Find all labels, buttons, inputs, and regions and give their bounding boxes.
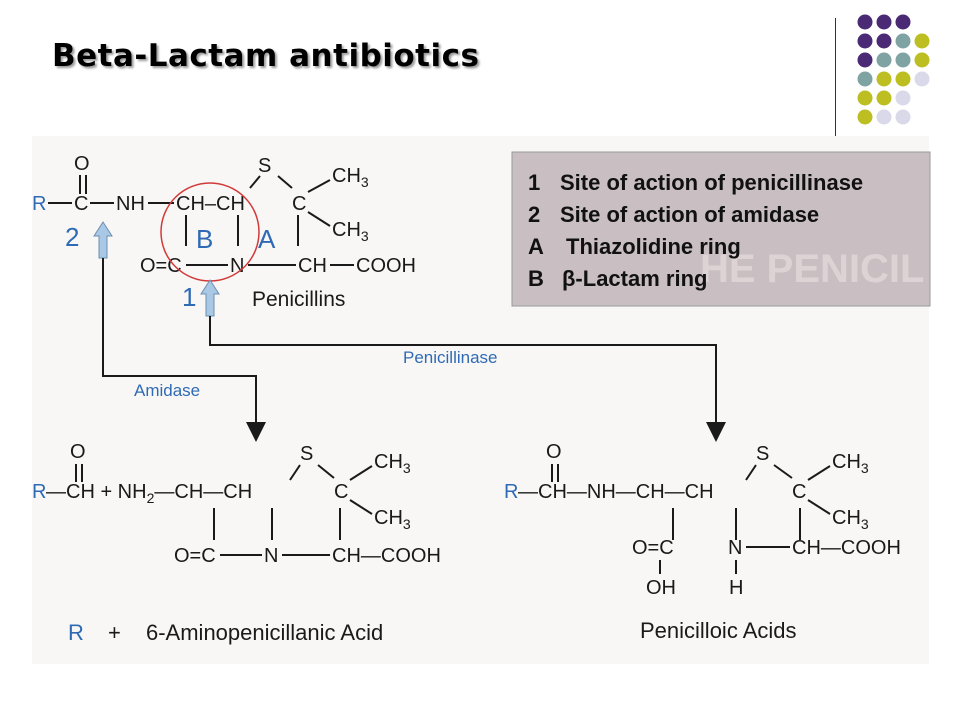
pa-ch3-bottom: CH3 bbox=[832, 507, 869, 532]
divider-line bbox=[835, 18, 836, 136]
legend-box: HE PENICIL 1 Site of action of penicilli… bbox=[511, 151, 931, 307]
apa-quaternary-c: C bbox=[334, 481, 348, 503]
decorative-dot bbox=[895, 71, 911, 87]
pa-quaternary-c: C bbox=[792, 481, 806, 503]
apa-caption-name: 6-Aminopenicillanic Acid bbox=[146, 620, 383, 645]
pen-oxygen: O bbox=[74, 153, 90, 175]
site-2-label: 2 bbox=[65, 222, 79, 252]
penicillinase-path bbox=[209, 316, 726, 442]
site-1-label: 1 bbox=[182, 282, 196, 312]
pa-caption-name: Penicilloic Acids bbox=[640, 618, 797, 643]
product-6apa: O R —CH + NH2—CH—CH S C CH3 CH3 O=C N CH… bbox=[32, 441, 441, 645]
apa-ch-nh2: —CH + NH2—CH—CH bbox=[46, 481, 252, 506]
legend-text-a: Thiazolidine ring bbox=[566, 234, 741, 259]
pa-r-group: R bbox=[504, 481, 518, 503]
pen-quaternary-c: C bbox=[292, 193, 306, 215]
decorative-dot bbox=[857, 14, 873, 30]
penicillins-name: Penicillins bbox=[252, 288, 345, 311]
pen-ring-a-label: A bbox=[258, 224, 276, 254]
apa-ch3-bottom: CH3 bbox=[374, 507, 411, 532]
pa-hydrogen: H bbox=[729, 577, 743, 599]
pa-nitrogen: N bbox=[728, 537, 742, 559]
decorative-dot bbox=[857, 71, 873, 87]
decorative-dot bbox=[914, 33, 930, 49]
pen-cooh: COOH bbox=[356, 255, 416, 277]
pen-nitrogen: N bbox=[230, 255, 244, 277]
pa-oxygen: O bbox=[546, 441, 562, 463]
legend-bg-text: HE PENICIL bbox=[700, 247, 924, 291]
pen-ch3-bottom: CH3 bbox=[332, 219, 369, 244]
apa-sulfur: S bbox=[300, 443, 313, 465]
decorative-dot bbox=[895, 109, 911, 125]
pa-o-equals-c: O=C bbox=[632, 537, 674, 559]
pen-ch3-top: CH3 bbox=[332, 165, 369, 190]
decorative-dot bbox=[914, 71, 930, 87]
apa-ch-cooh: CH—COOH bbox=[332, 545, 441, 567]
legend-text-b: β-Lactam ring bbox=[562, 266, 707, 291]
decorative-dot bbox=[876, 71, 892, 87]
amidase-label: Amidase bbox=[134, 381, 200, 400]
decorative-dot bbox=[876, 33, 892, 49]
decorative-dot bbox=[895, 90, 911, 106]
product-penicilloic-acid: O R —CH—NH—CH—CH S C CH3 CH3 O=C N CH—CO… bbox=[504, 441, 901, 643]
decorative-dot-grid bbox=[857, 14, 930, 125]
apa-o-equals-c: O=C bbox=[174, 545, 216, 567]
pa-ch-cooh: CH—COOH bbox=[792, 537, 901, 559]
apa-ch3-top: CH3 bbox=[374, 451, 411, 476]
legend-key-1: 1 bbox=[528, 170, 540, 195]
pen-r-group: R bbox=[32, 193, 46, 215]
legend-text-1: Site of action of penicillinase bbox=[560, 170, 863, 195]
decorative-dot bbox=[857, 33, 873, 49]
apa-nitrogen: N bbox=[264, 545, 278, 567]
penicillinase-label: Penicillinase bbox=[403, 348, 498, 367]
apa-oxygen: O bbox=[70, 441, 86, 463]
pa-ch3-top: CH3 bbox=[832, 451, 869, 476]
pa-sulfur: S bbox=[756, 443, 769, 465]
slide-title: Beta-Lactam antibiotics bbox=[52, 38, 480, 74]
apa-caption-plus: + bbox=[108, 620, 121, 645]
pen-ch: CH bbox=[298, 255, 327, 277]
legend-key-b: B bbox=[528, 266, 544, 291]
decorative-dot bbox=[876, 14, 892, 30]
amidase-path bbox=[102, 258, 266, 442]
site-1-arrow-icon bbox=[200, 279, 220, 317]
pen-nh: NH bbox=[116, 193, 145, 215]
apa-caption-r: R bbox=[68, 620, 84, 645]
decorative-dot bbox=[876, 109, 892, 125]
pa-hydroxyl: OH bbox=[646, 577, 676, 599]
decorative-dot bbox=[895, 33, 911, 49]
pen-sulfur: S bbox=[258, 155, 271, 177]
pa-chain: —CH—NH—CH—CH bbox=[518, 481, 714, 503]
pen-ch-ch: CH–CH bbox=[176, 193, 245, 215]
apa-r-group: R bbox=[32, 481, 46, 503]
decorative-dot bbox=[914, 52, 930, 68]
decorative-dot bbox=[857, 52, 873, 68]
pen-ring-b-label: B bbox=[196, 224, 213, 254]
decorative-dot bbox=[895, 52, 911, 68]
penicillin-structure: O R C NH CH–CH S C CH3 CH3 B A O=C N CH … bbox=[32, 153, 416, 312]
legend-key-a: A bbox=[528, 234, 544, 259]
legend-key-2: 2 bbox=[528, 202, 540, 227]
site-2-arrow-icon bbox=[93, 221, 113, 259]
decorative-dot bbox=[857, 90, 873, 106]
pen-o-equals-c: O=C bbox=[140, 255, 182, 277]
decorative-dot bbox=[876, 90, 892, 106]
decorative-dot bbox=[895, 14, 911, 30]
decorative-dot bbox=[876, 52, 892, 68]
decorative-dot bbox=[857, 109, 873, 125]
legend-text-2: Site of action of amidase bbox=[560, 202, 819, 227]
pen-carbonyl-c: C bbox=[74, 193, 88, 215]
